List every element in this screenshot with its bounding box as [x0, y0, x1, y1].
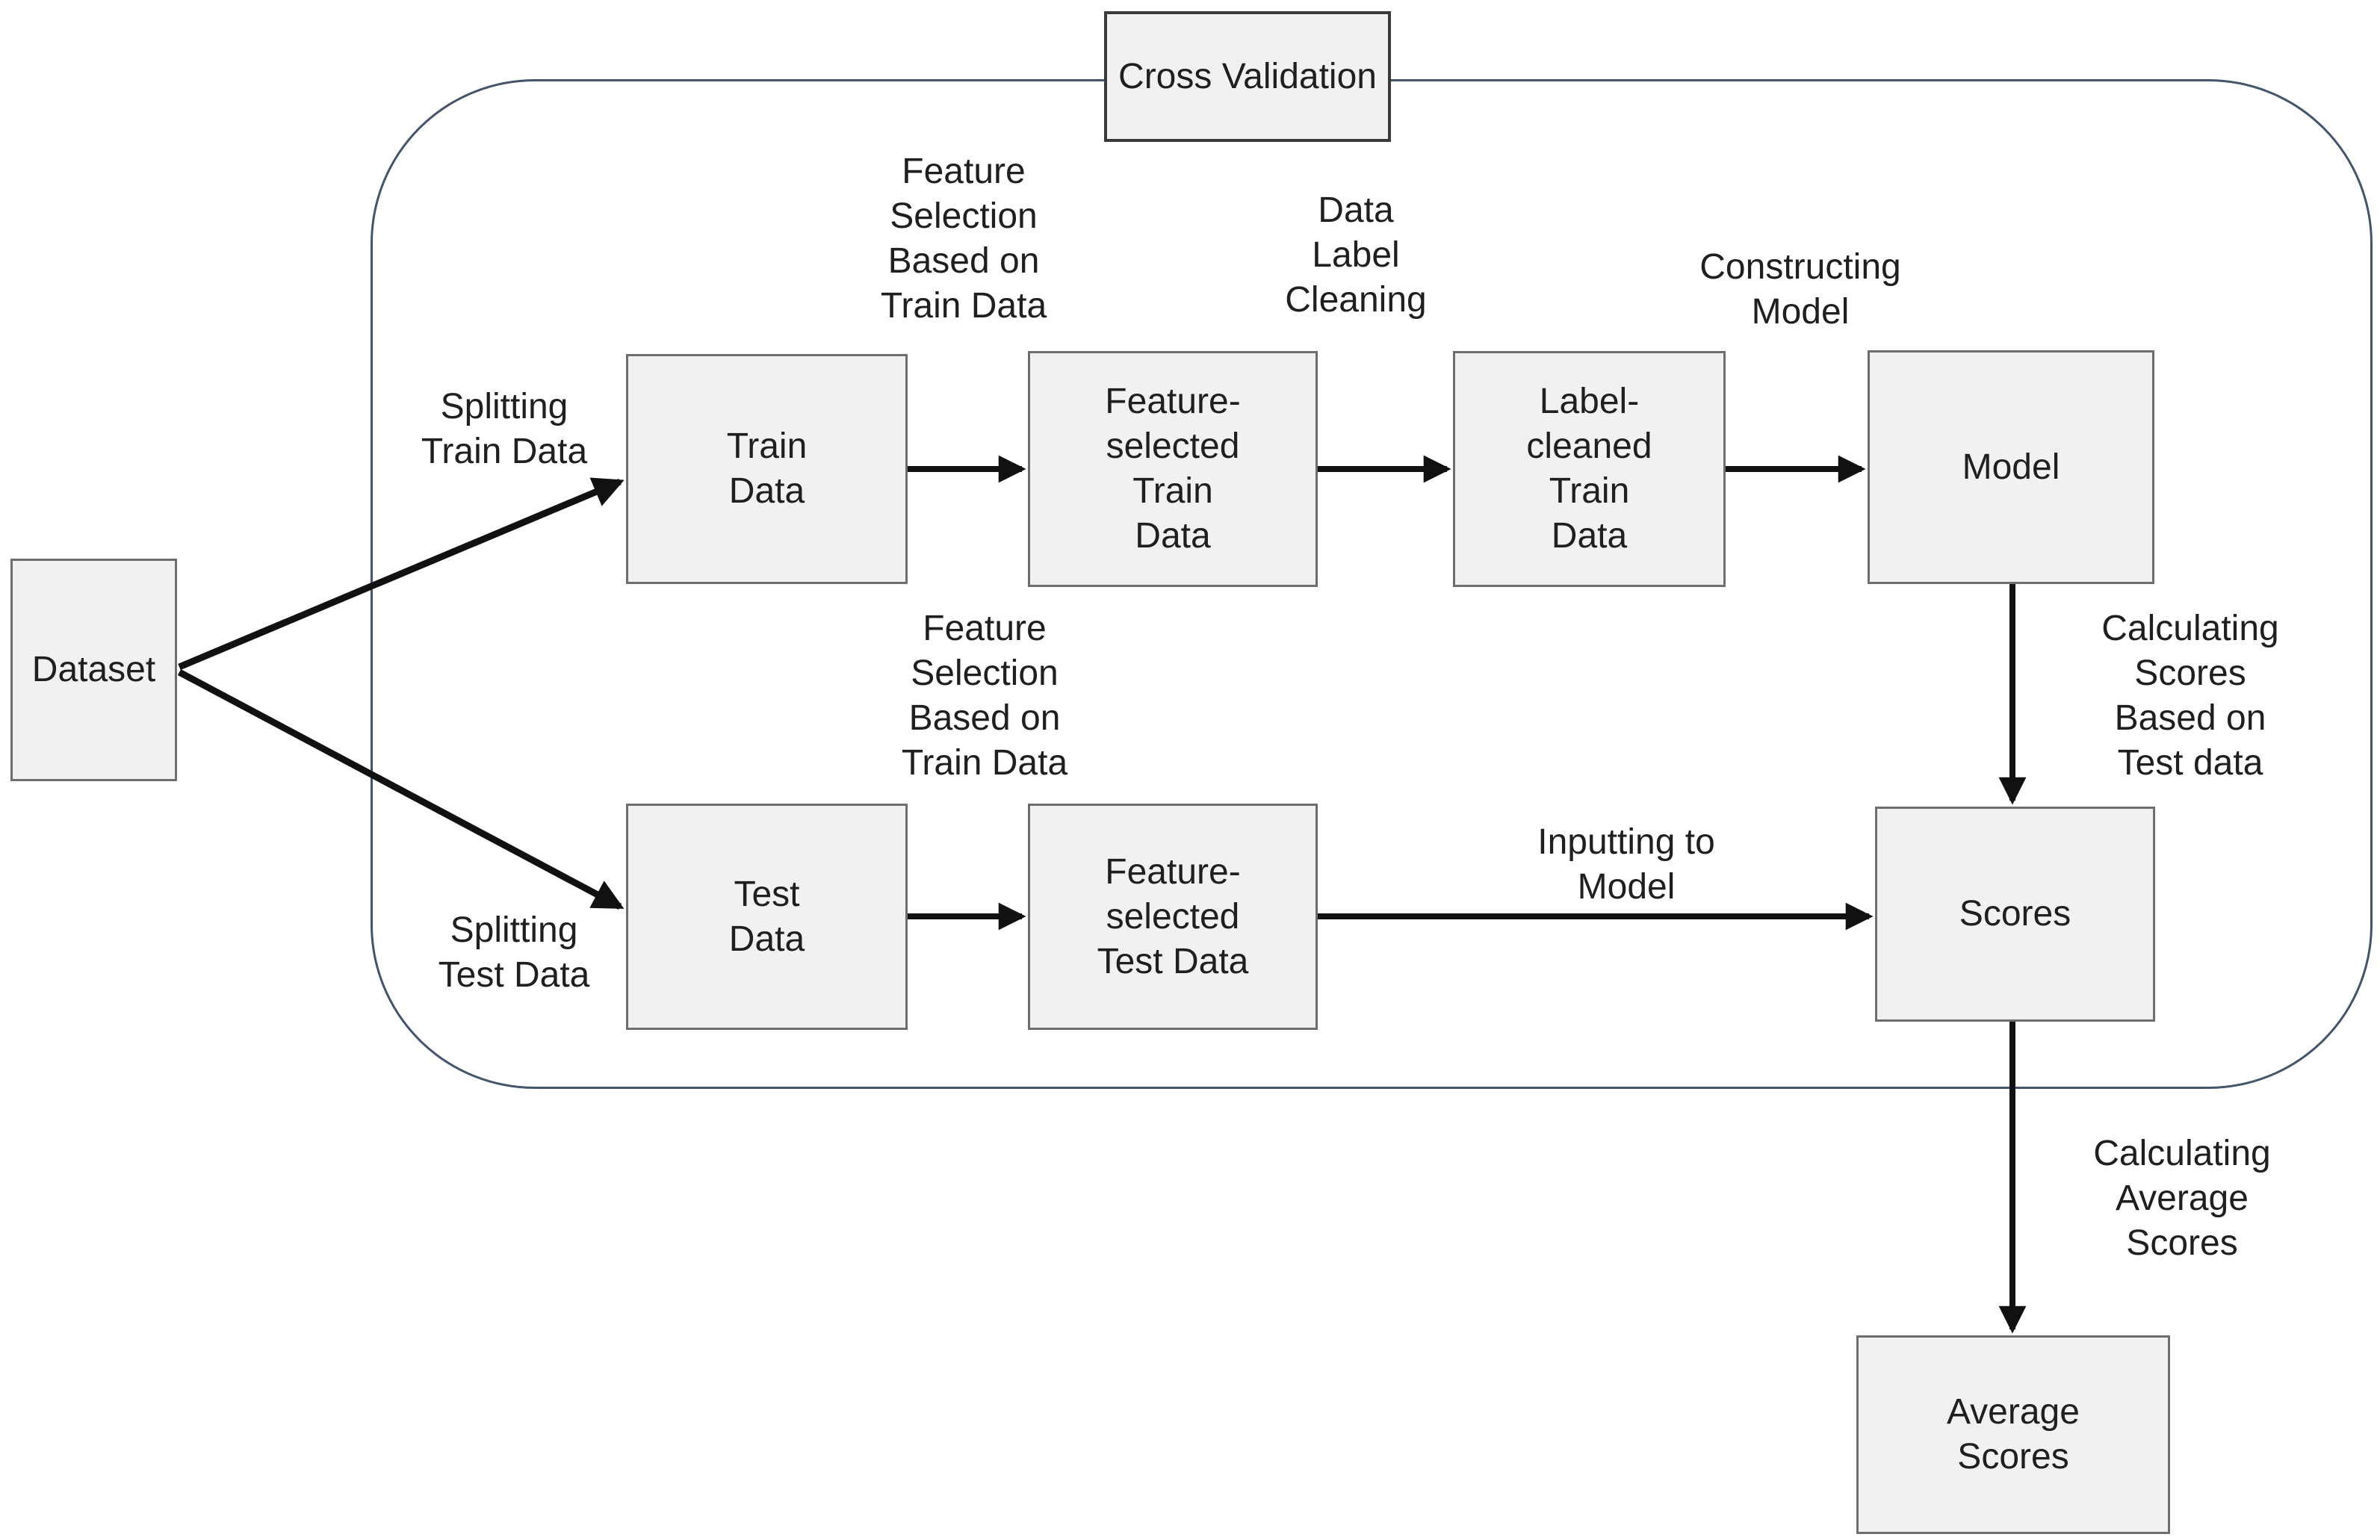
node-dataset: Dataset [10, 559, 177, 781]
edge-label-inputting-to-model: Inputting to Model [1537, 822, 1715, 907]
node-train-data: Train Data [626, 354, 908, 584]
node-scores: Scores [1875, 807, 2155, 1022]
edge-label-feature-selection-train-top: Feature Selection Based on Train Data [880, 152, 1047, 326]
edge-label-splitting-train-data: Splitting Train Data [421, 387, 588, 471]
edge-label-feature-selection-train-bottom: Feature Selection Based on Train Data [901, 609, 1068, 783]
edge-label-data-label-cleaning: Data Label Cleaning [1285, 190, 1427, 320]
edge-label-calculating-scores: Calculating Scores Based on Test data [2101, 609, 2279, 783]
arrow-dataset-to-test-data [177, 669, 625, 910]
node-label-cleaned-train-data: Label- cleaned Train Data [1453, 351, 1726, 587]
node-feature-selected-train-data: Feature- selected Train Data [1028, 351, 1318, 587]
edge-label-calculating-average-scores: Calculating Average Scores [2093, 1134, 2271, 1263]
edge-label-splitting-test-data: Splitting Test Data [438, 910, 590, 995]
node-model: Model [1868, 350, 2154, 584]
arrow-dataset-to-train-data [178, 477, 625, 671]
node-cross-validation-title: Cross Validation [1104, 11, 1391, 142]
node-average-scores: Average Scores [1856, 1335, 2170, 1534]
node-feature-selected-test-data: Feature- selected Test Data [1028, 804, 1318, 1030]
edge-label-constructing-model: Constructing Model [1699, 247, 1901, 332]
node-test-data: Test Data [626, 804, 908, 1030]
